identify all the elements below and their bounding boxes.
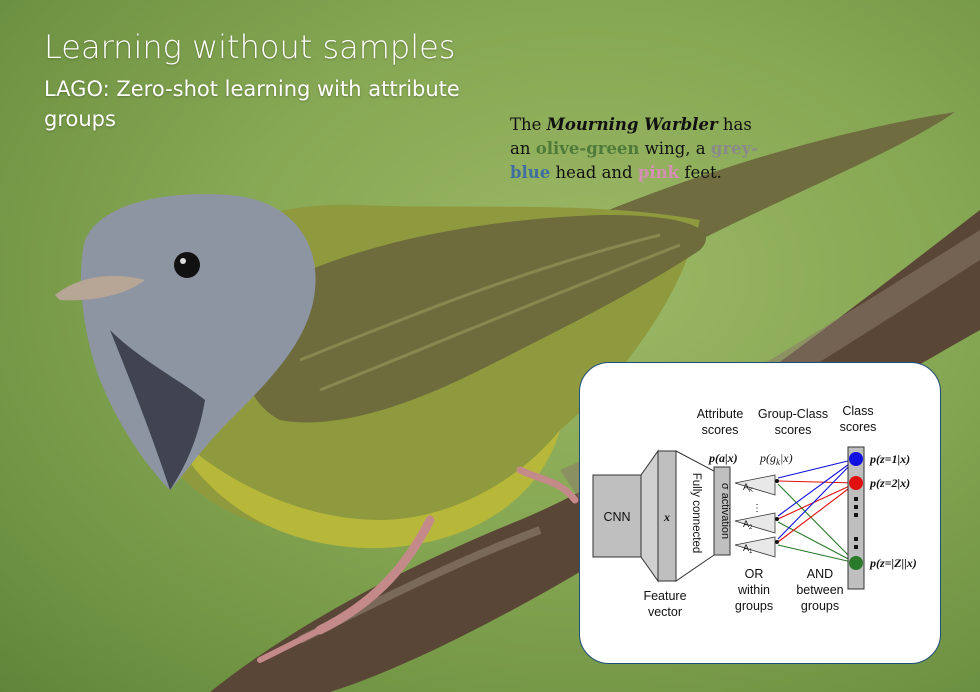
- sigma-activation-label: σ activation: [719, 483, 731, 539]
- edge-a1-zZ: [777, 544, 857, 564]
- a-k-sub: K: [749, 488, 753, 494]
- edge-a1-z2: [777, 482, 857, 543]
- node-a1: [775, 540, 779, 544]
- sigma-activation-bar: [713, 466, 731, 556]
- slide-subtitle: LAGO: Zero-shot learning with attribute …: [44, 77, 460, 131]
- fully-connected-label: Fully connected: [690, 473, 702, 554]
- edge-a2-z1: [777, 458, 857, 517]
- edge-a2-z2: [777, 482, 857, 520]
- p-a-x-label: p(a|x): [708, 451, 738, 465]
- caption-text: head and: [550, 163, 638, 182]
- expansion-trapezoid: [640, 449, 659, 583]
- and-between-label-1: AND: [807, 567, 833, 581]
- p-zZ-label: p(z=|Z||x): [869, 556, 917, 570]
- node-a2: [775, 517, 779, 521]
- slide-title: Learning without samples: [44, 28, 456, 66]
- x-label: x: [663, 510, 670, 524]
- class-node-1: [849, 452, 863, 466]
- a-k-letter: A: [743, 482, 749, 492]
- attr-pink: pink: [637, 163, 680, 182]
- caption-text: The: [510, 115, 547, 134]
- p-g-x-sub: k: [776, 457, 781, 467]
- col-group-class-label-2: scores: [775, 423, 812, 437]
- cnn-box: [592, 474, 642, 558]
- class-ellipsis-dot: [854, 497, 858, 501]
- lago-architecture-diagram: Attribute scores Group-Class scores Clas…: [579, 362, 941, 664]
- p-g-x-label: p(gk|x): [759, 451, 793, 467]
- col-class-label-2: scores: [840, 420, 877, 434]
- a-2-sub: 2: [749, 525, 753, 531]
- class-ellipsis-dot: [854, 505, 858, 509]
- edge-ak-z2: [777, 480, 857, 484]
- a-1-letter: A: [743, 543, 749, 553]
- a-k-label: AK: [743, 482, 753, 494]
- caption-dash: -: [751, 139, 759, 158]
- p-g-x-tail: |x): [780, 451, 793, 465]
- feature-vector-label-2: vector: [648, 605, 682, 619]
- group-ellipsis: ⋮: [752, 503, 762, 514]
- edge-ak-zZ: [777, 483, 857, 564]
- node-ak: [775, 479, 779, 483]
- a-1-sub: 1: [749, 549, 753, 555]
- class-node-Z: [849, 556, 863, 570]
- feature-vector-label-1: Feature: [643, 589, 686, 603]
- edge-ak-z1: [777, 458, 857, 479]
- group-a-2: [734, 512, 776, 534]
- connection-lines: [777, 458, 857, 564]
- edge-a2-zZ: [777, 521, 857, 564]
- caption-text: has an: [510, 115, 752, 158]
- p-z1-label: p(z=1|x): [869, 452, 910, 466]
- p-z2-label: p(z=2|x): [869, 476, 910, 490]
- edge-a1-z1: [777, 458, 857, 540]
- caption-text: wing, a: [639, 139, 711, 158]
- attr-olive-green: olive-green: [535, 139, 640, 158]
- and-between-label-3: groups: [801, 599, 839, 613]
- class-ellipsis-dot: [854, 545, 858, 549]
- species-name: Mourning Warbler: [546, 115, 718, 134]
- or-within-label-1: OR: [745, 567, 764, 581]
- col-attribute-label-2: scores: [702, 423, 739, 437]
- class-node-2: [849, 476, 863, 490]
- caption-text: feet.: [679, 163, 722, 182]
- a-2-letter: A: [743, 519, 749, 529]
- col-group-class-label-1: Group-Class: [758, 407, 828, 421]
- p-g-x-head: p(g: [759, 451, 776, 465]
- col-attribute-label-1: Attribute: [697, 407, 744, 421]
- cnn-label: CNN: [603, 510, 630, 524]
- class-ellipsis-dot: [854, 537, 858, 541]
- a-1-label: A1: [743, 543, 753, 555]
- or-within-label-3: groups: [735, 599, 773, 613]
- group-a-1: [734, 536, 776, 558]
- attr-blue: blue: [510, 163, 551, 182]
- class-ellipsis-dot: [854, 513, 858, 517]
- a-2-label: A2: [743, 519, 753, 531]
- and-between-label-2: between: [796, 583, 843, 597]
- group-a-k: [734, 474, 776, 496]
- attr-grey: grey: [710, 139, 752, 158]
- bird-description: The Mourning Warbler has an olive-green …: [510, 113, 770, 185]
- col-class-label-1: Class: [842, 404, 873, 418]
- or-within-label-2: within: [737, 583, 770, 597]
